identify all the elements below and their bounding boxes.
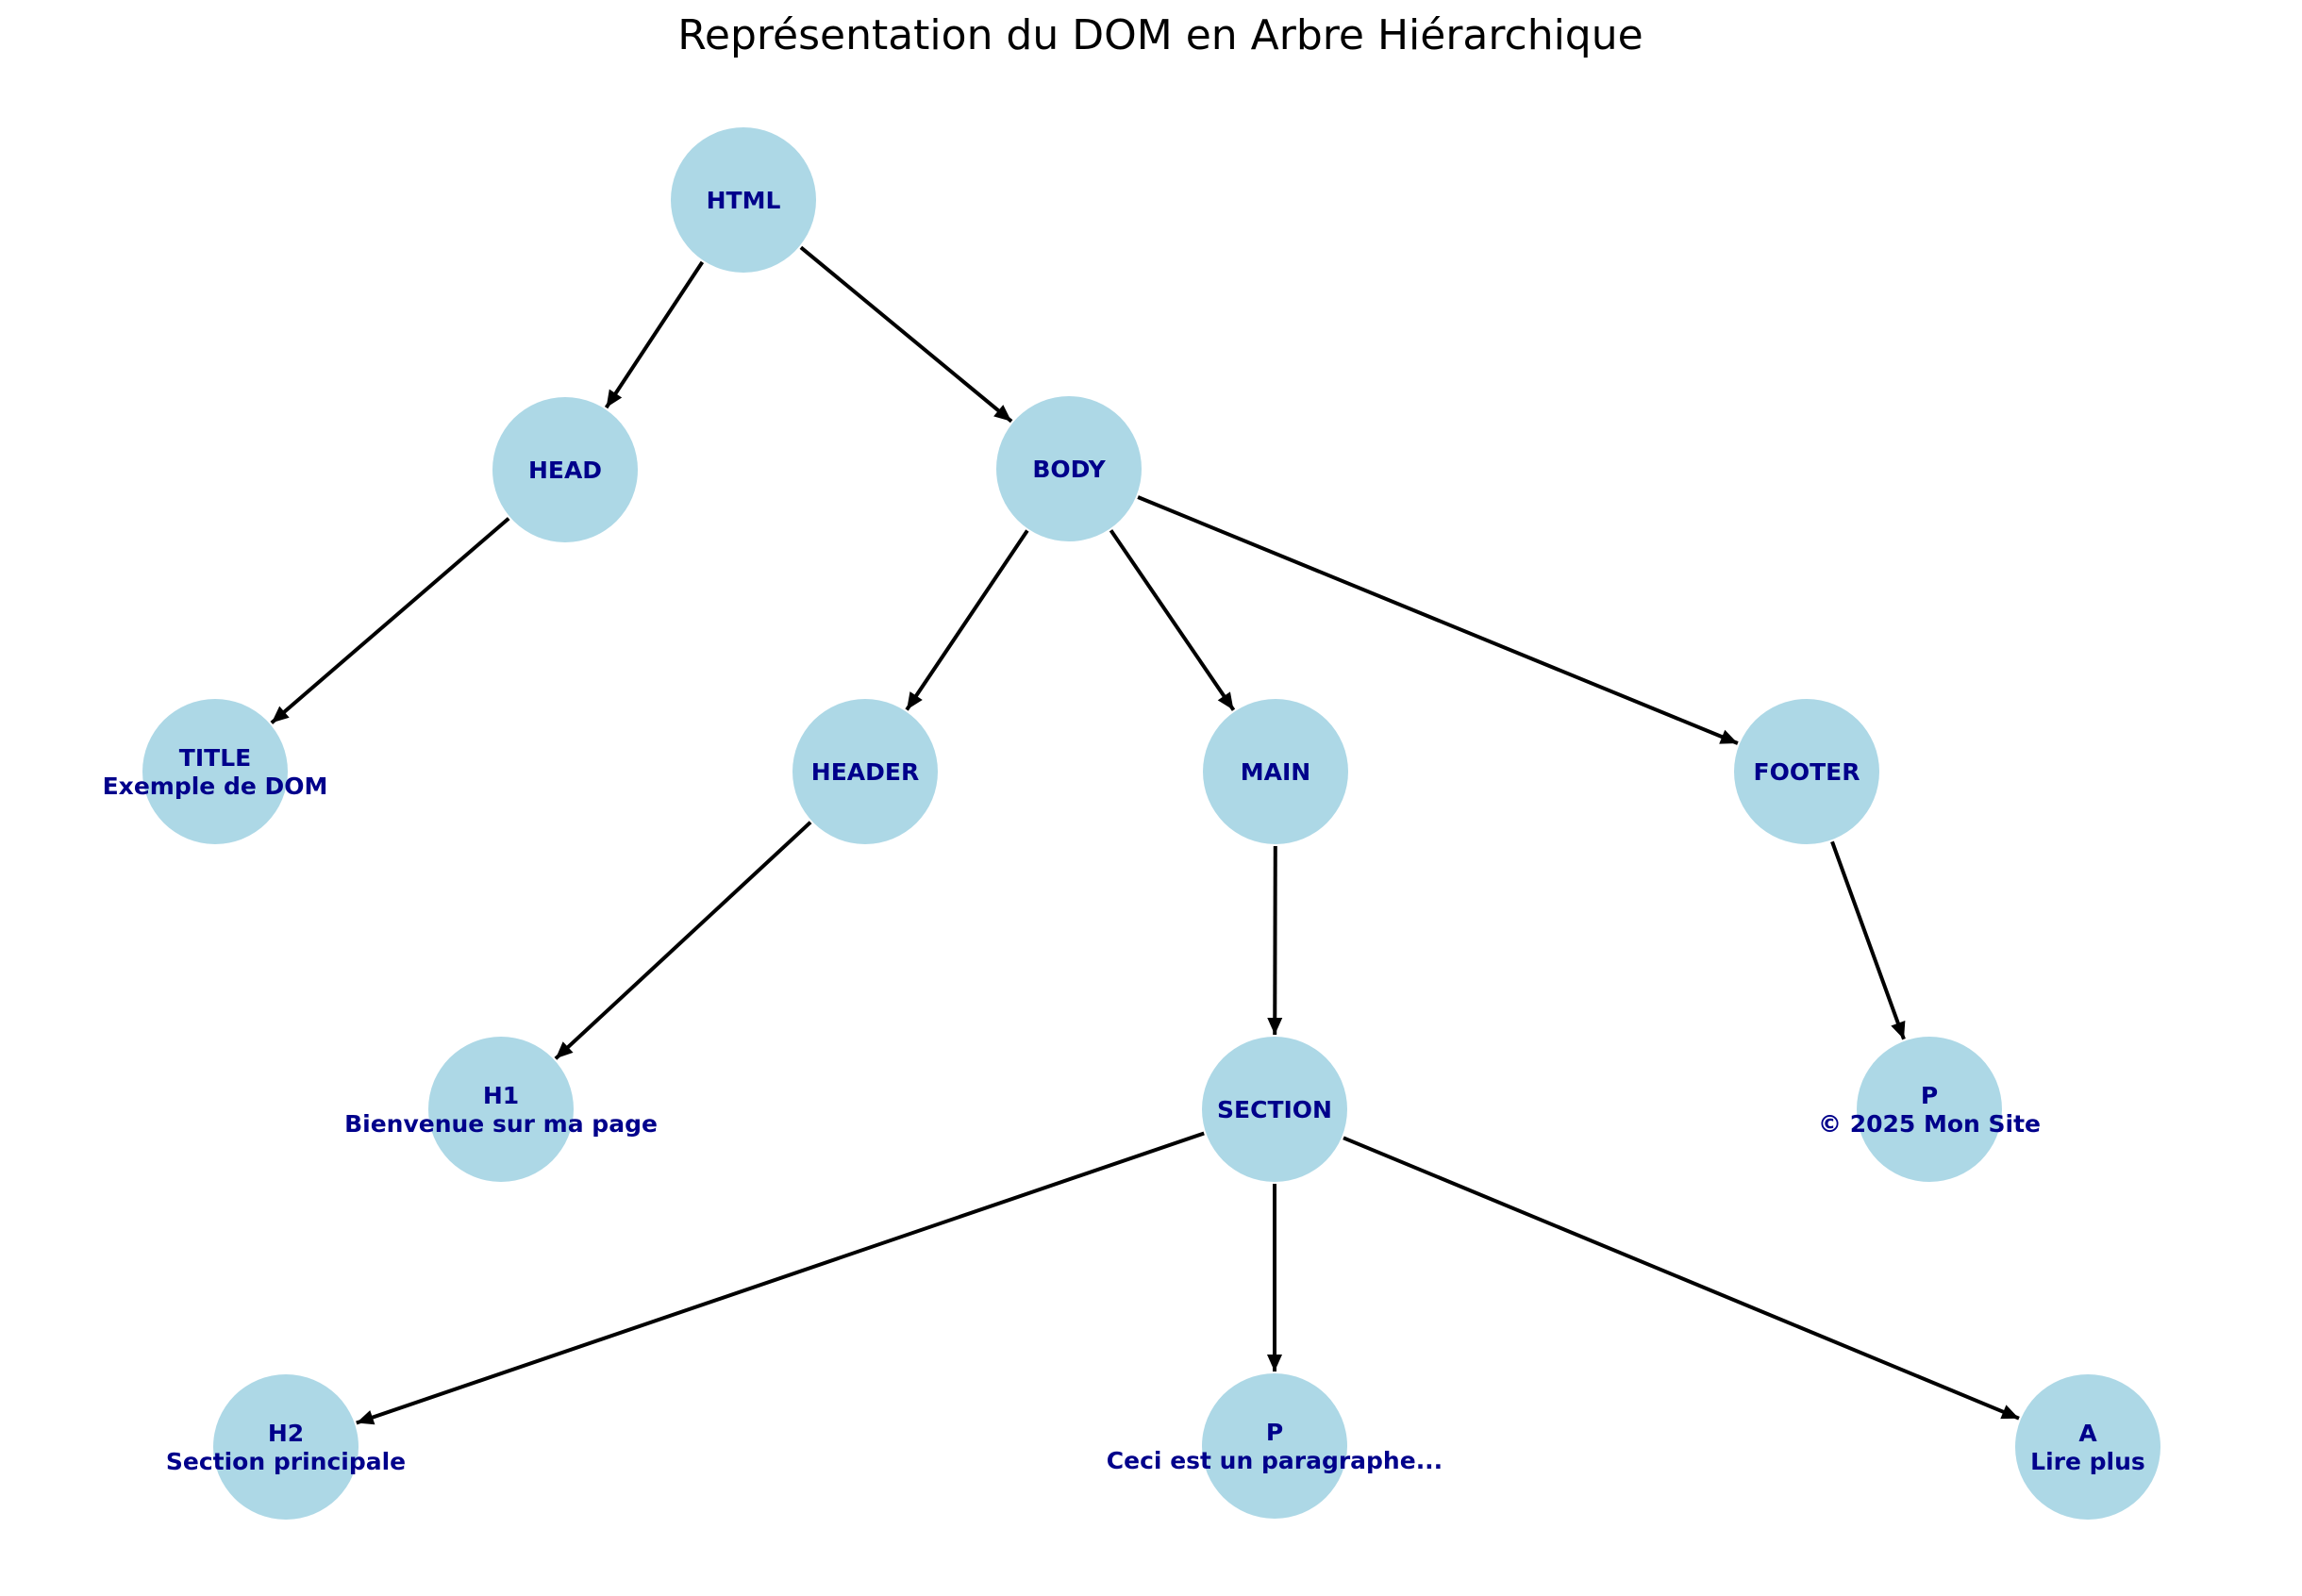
edge-body-to-footer (1137, 495, 1739, 745)
edges-layer (270, 245, 2020, 1425)
edge-head-to-title (270, 517, 510, 724)
edge-body-to-header (905, 529, 1029, 711)
edge-footer-to-p-footer (1830, 840, 1906, 1040)
node-circle-a (2015, 1374, 2160, 1520)
node-html: HTML (671, 127, 816, 273)
node-label-body: BODY (1032, 456, 1106, 483)
node-label-main: MAIN (1241, 758, 1310, 786)
node-circle-h1 (428, 1037, 574, 1182)
node-head: HEAD (492, 397, 638, 542)
node-label-section: SECTION (1217, 1096, 1332, 1123)
node-main: MAIN (1203, 699, 1348, 844)
node-circle-body (996, 396, 1142, 541)
edge-section-to-a (1343, 1136, 2020, 1421)
node-label-p-footer: P© 2025 Mon Site (1818, 1082, 2041, 1138)
edge-body-to-main (1109, 529, 1236, 711)
node-label-footer: FOOTER (1754, 758, 1860, 786)
edge-main-to-section (1267, 845, 1283, 1036)
edge-section-to-h2 (356, 1131, 1205, 1425)
edge-header-to-h1 (554, 821, 812, 1060)
node-label-html: HTML (707, 187, 781, 214)
node-circle-p-section (1202, 1373, 1347, 1519)
edge-html-to-body (799, 245, 1013, 424)
node-header: HEADER (792, 699, 938, 844)
node-circle-h2 (213, 1374, 359, 1520)
node-circle-footer (1734, 699, 1879, 844)
node-label-head: HEAD (528, 457, 602, 484)
node-body: BODY (996, 396, 1142, 541)
node-section: SECTION (1202, 1037, 1347, 1182)
node-footer: FOOTER (1734, 699, 1879, 844)
node-circle-head (492, 397, 638, 542)
edge-html-to-head (604, 260, 705, 409)
node-p-footer: P© 2025 Mon Site (1818, 1037, 2041, 1182)
node-circle-title (142, 699, 288, 844)
node-circle-header (792, 699, 938, 844)
node-circle-p-footer (1857, 1037, 2002, 1182)
node-circle-html (671, 127, 816, 273)
node-circle-main (1203, 699, 1348, 844)
node-circle-section (1202, 1037, 1347, 1182)
node-label-header: HEADER (811, 758, 919, 786)
diagram-title: Représentation du DOM en Arbre Hiérarchi… (677, 11, 1643, 59)
